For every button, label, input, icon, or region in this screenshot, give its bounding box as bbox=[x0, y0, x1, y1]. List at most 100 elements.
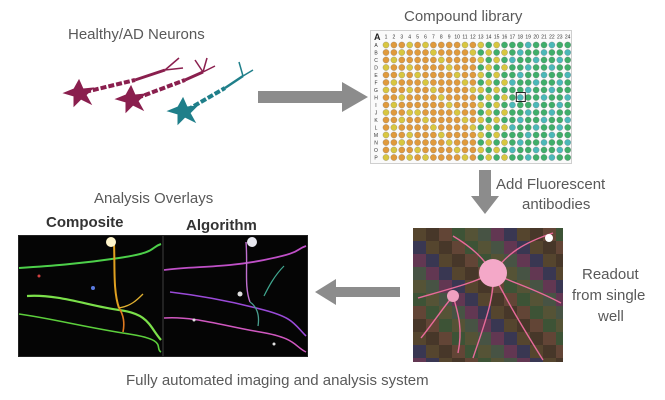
plate-well bbox=[469, 41, 477, 49]
readout-label-2: from single bbox=[572, 287, 646, 304]
plate-column-label: 15 bbox=[494, 35, 500, 41]
plate-row-label: C bbox=[374, 58, 378, 64]
plate-well bbox=[398, 154, 406, 161]
well-tile bbox=[413, 345, 426, 358]
plate-well bbox=[493, 49, 500, 56]
plate-well bbox=[540, 139, 548, 146]
well-tile bbox=[413, 280, 426, 293]
plate-well bbox=[390, 139, 398, 146]
plate-well bbox=[398, 146, 406, 154]
plate-well bbox=[564, 64, 571, 71]
plate-well bbox=[548, 86, 556, 94]
plate-well bbox=[445, 79, 453, 86]
plate-row-label: K bbox=[374, 118, 378, 124]
plate-well bbox=[556, 64, 564, 71]
well-tile bbox=[426, 306, 439, 319]
plate-well bbox=[469, 79, 477, 86]
plate-well bbox=[517, 116, 524, 124]
plate-well bbox=[509, 139, 516, 146]
well-tile bbox=[530, 319, 543, 332]
plate-well bbox=[461, 116, 469, 124]
well-tile bbox=[504, 293, 517, 306]
plate-well bbox=[564, 79, 571, 86]
plate-well bbox=[493, 139, 500, 146]
plate-well bbox=[477, 124, 485, 131]
plate-well bbox=[414, 101, 421, 109]
plate-well bbox=[430, 64, 437, 71]
plate-well bbox=[438, 94, 445, 101]
well-tile bbox=[426, 319, 439, 332]
plate-well bbox=[430, 101, 437, 109]
plate-well bbox=[390, 124, 398, 131]
plate-well bbox=[461, 49, 469, 56]
plate-well bbox=[501, 116, 508, 124]
plate-well bbox=[509, 56, 516, 64]
plate-well bbox=[540, 86, 548, 94]
plate-well bbox=[453, 139, 461, 146]
plate-well bbox=[453, 124, 461, 131]
plate-well bbox=[461, 86, 469, 94]
plate-well bbox=[548, 49, 556, 56]
well-tile bbox=[452, 306, 465, 319]
plate-well bbox=[414, 79, 421, 86]
plate-column-label: 16 bbox=[502, 35, 508, 41]
well-tile bbox=[530, 306, 543, 319]
well-tile bbox=[452, 254, 465, 267]
well-tile bbox=[504, 280, 517, 293]
plate-well bbox=[398, 101, 406, 109]
plate-row-label: F bbox=[374, 81, 377, 87]
plate-well bbox=[532, 124, 540, 131]
plate-well bbox=[382, 94, 390, 101]
plate-well bbox=[430, 86, 437, 94]
plate-well bbox=[517, 139, 524, 146]
well-tile bbox=[439, 241, 452, 254]
plate-well bbox=[556, 49, 564, 56]
plate-well bbox=[414, 41, 421, 49]
well-tile bbox=[530, 358, 543, 362]
plate-well bbox=[540, 64, 548, 71]
well-tile bbox=[452, 241, 465, 254]
plate-well bbox=[517, 109, 524, 116]
well-tile bbox=[452, 332, 465, 345]
plate-well bbox=[469, 94, 477, 101]
well-tile bbox=[504, 306, 517, 319]
algorithm-panel bbox=[163, 235, 308, 357]
plate-row-label: A bbox=[374, 43, 378, 49]
plate-well bbox=[430, 49, 437, 56]
plate-well bbox=[398, 86, 406, 94]
plate-column-label: 3 bbox=[400, 35, 403, 41]
plate-well bbox=[398, 124, 406, 131]
plate-well bbox=[414, 154, 421, 161]
algorithm-label: Algorithm bbox=[186, 217, 257, 234]
well-tile bbox=[413, 254, 426, 267]
plate-well bbox=[477, 146, 485, 154]
well-tile bbox=[478, 241, 491, 254]
well-tile bbox=[556, 358, 563, 362]
plate-well bbox=[493, 109, 500, 116]
plate-well bbox=[540, 146, 548, 154]
plate-well bbox=[556, 94, 564, 101]
plate-well bbox=[501, 79, 508, 86]
plate-well bbox=[438, 109, 445, 116]
well-tile bbox=[491, 345, 504, 358]
plate-well bbox=[382, 86, 390, 94]
plate-well bbox=[477, 64, 485, 71]
plate-column-label: 2 bbox=[393, 35, 396, 41]
plate-well bbox=[445, 71, 453, 79]
plate-well bbox=[406, 116, 413, 124]
plate-well bbox=[461, 56, 469, 64]
plate-well bbox=[517, 71, 524, 79]
plate-well bbox=[517, 79, 524, 86]
plate-well bbox=[493, 116, 500, 124]
plate-well bbox=[509, 116, 516, 124]
plate-well bbox=[469, 109, 477, 116]
plate-well bbox=[382, 116, 390, 124]
plate-well bbox=[382, 124, 390, 131]
well-tile bbox=[413, 306, 426, 319]
well-tile bbox=[504, 241, 517, 254]
plate-well bbox=[540, 94, 548, 101]
plate-well bbox=[406, 139, 413, 146]
well-tile bbox=[426, 358, 439, 362]
plate-well bbox=[509, 86, 516, 94]
plate-well bbox=[382, 109, 390, 116]
